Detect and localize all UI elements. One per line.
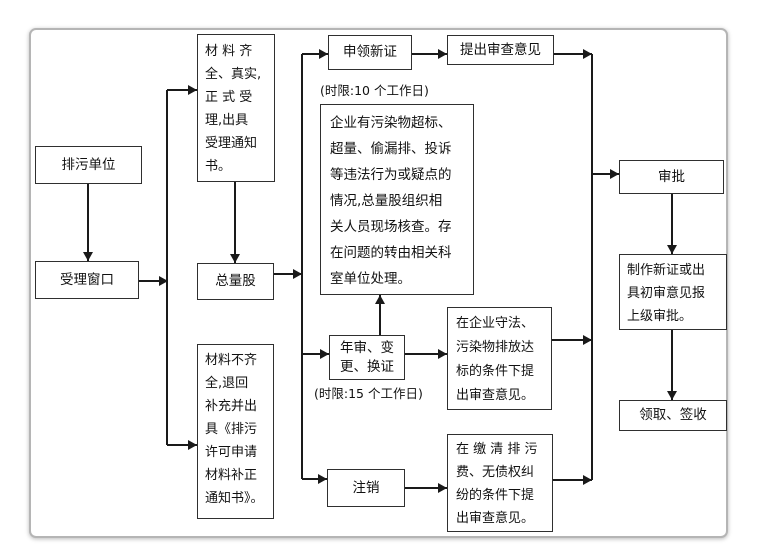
edge-newcert-to-opinion-line (412, 53, 447, 55)
edge-rail-to-incomplete-line (167, 444, 197, 446)
label-time-limit-15-days: (时限:15 个工作日) (314, 386, 423, 401)
edge-feeclear-to-collector-arrowhead (583, 475, 592, 485)
edge-discharge-to-window-line (87, 184, 89, 261)
rail-section-split-vertical (301, 54, 303, 479)
edge-rail-to-cancel-arrowhead (318, 474, 327, 484)
edge-opinion-to-collector-line (554, 53, 592, 55)
edge-discharge-to-window-arrowhead (83, 252, 93, 261)
edge-rail-to-annual-arrowhead (320, 349, 329, 359)
edge-feeclear-to-collector-line (553, 479, 592, 481)
edge-section-to-rail-arrowhead (293, 269, 302, 279)
node-annual-review-change-renew: 年审、变 更、换证 (329, 335, 405, 380)
edge-window-to-rail-line (139, 280, 168, 282)
edge-issue-to-receive-arrowhead (667, 391, 677, 400)
node-onsite-verification: 企业有污染物超标、 超量、偷漏排、投诉 等违法行为或疑点的 情况,总量股组织相 … (320, 104, 474, 295)
node-acceptance-window: 受理窗口 (35, 261, 139, 299)
edge-approval-to-issue-line (671, 194, 673, 254)
edge-opinion-to-collector-arrowhead (583, 49, 592, 59)
node-materials-incomplete: 材料不齐 全,退回 补充并出 具《排污 许可申请 材料补正 通知书》。 (197, 344, 274, 519)
edge-approval-to-issue-arrowhead (667, 245, 677, 254)
edge-newcert-to-opinion-arrowhead (438, 49, 447, 59)
node-review-opinion: 提出审查意见 (447, 35, 554, 65)
edge-cancel-to-feeclear-arrowhead (438, 483, 447, 493)
edge-compliance-to-collector-arrowhead (583, 335, 592, 345)
node-issue-cert: 制作新证或出 具初审意见报 上级审批。 (619, 254, 727, 330)
label-time-limit-10-days: (时限:10 个工作日) (320, 83, 429, 98)
edge-issue-to-receive-line (671, 330, 673, 400)
node-cancellation: 注销 (327, 469, 405, 507)
node-apply-new-cert: 申领新证 (328, 35, 412, 70)
node-approval: 审批 (619, 160, 724, 194)
edge-rail-to-annual-line (302, 353, 329, 355)
edge-rail-to-cancel-line (302, 478, 327, 480)
rail-window-split-vertical (166, 90, 168, 445)
edge-annual-to-compliance-arrowhead (438, 349, 447, 359)
node-discharge-unit: 排污单位 (35, 146, 142, 184)
edge-window-to-rail-arrowhead (159, 276, 168, 286)
node-fee-clear-opinion: 在 缴 清 排 污 费、无债权纠 纷的条件下提 出审查意见。 (447, 434, 553, 532)
edge-rail-to-newcert-arrowhead (319, 49, 328, 59)
edge-collector-to-approval-arrowhead (610, 169, 619, 179)
node-receive-sign: 领取、签收 (619, 400, 727, 431)
edge-rail-to-complete-line (167, 89, 197, 91)
edge-compliance-to-collector-line (552, 339, 592, 341)
rail-collector-vertical (591, 54, 593, 480)
node-materials-complete: 材 料 齐 全、真实, 正 式 受 理,出具 受理通知 书。 (197, 34, 275, 182)
edge-annual-to-onsite-line (379, 295, 381, 335)
edge-cancel-to-feeclear-line (405, 487, 447, 489)
edge-complete-to-section-line (234, 182, 236, 263)
edge-annual-to-compliance-line (405, 353, 447, 355)
edge-rail-to-complete-arrowhead (188, 85, 197, 95)
edge-rail-to-newcert-line (302, 53, 328, 55)
edge-section-to-rail-line (274, 273, 302, 275)
node-total-amount-section: 总量股 (197, 263, 274, 300)
edge-rail-to-incomplete-arrowhead (188, 440, 197, 450)
node-compliance-opinion: 在企业守法、 污染物排放达 标的条件下提 出审查意见。 (447, 307, 552, 410)
edge-complete-to-section-arrowhead (230, 254, 240, 263)
edge-annual-to-onsite-arrowhead (375, 295, 385, 304)
flowchart-frame: 排污单位 受理窗口 材 料 齐 全、真实, 正 式 受 理,出具 受理通知 书。… (29, 28, 728, 538)
edge-collector-to-approval-line (592, 173, 619, 175)
